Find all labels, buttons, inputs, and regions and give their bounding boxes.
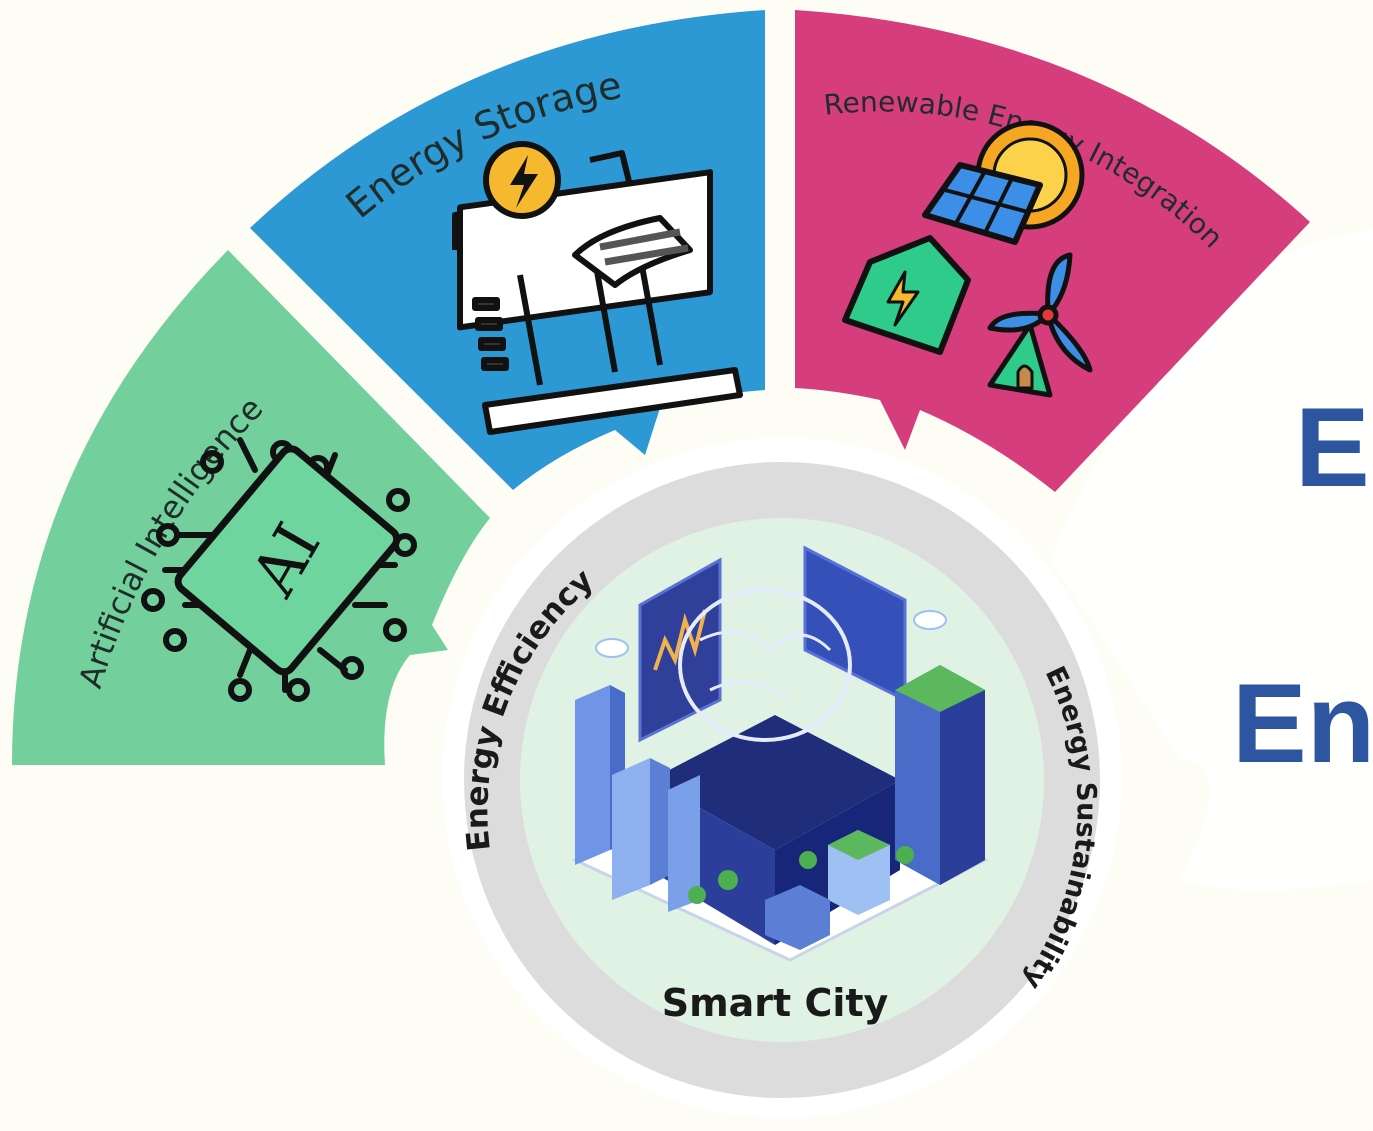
background-card xyxy=(1050,230,1373,890)
solar-panel-icon xyxy=(922,162,1043,245)
ai-chip-body xyxy=(174,445,401,676)
side-text-line2: En xyxy=(1232,661,1373,786)
hub-label-smart-city: Smart City xyxy=(662,981,889,1025)
lightning-icon xyxy=(483,141,561,219)
smart-city-illustration xyxy=(571,545,989,962)
battery-house-icon xyxy=(842,235,971,355)
side-text-line1: E xyxy=(1295,385,1370,510)
segment-renewable xyxy=(795,10,1310,492)
wind-turbine-icon xyxy=(987,252,1093,398)
